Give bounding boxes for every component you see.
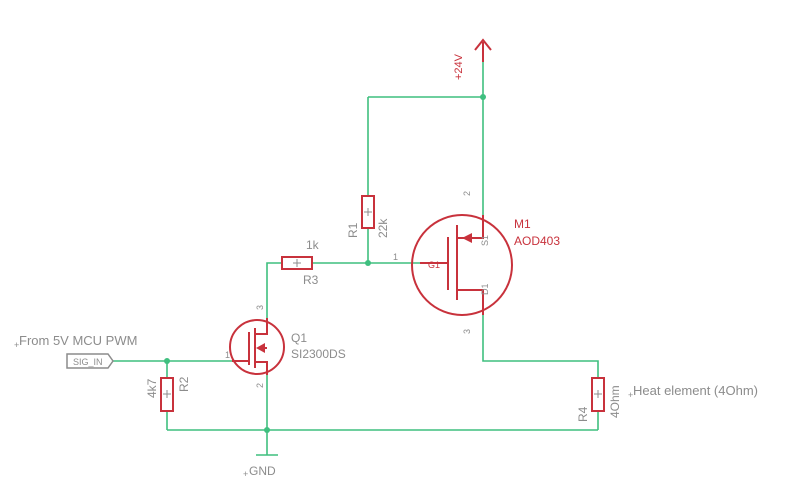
r3-name: R3 — [303, 273, 319, 287]
junction-dot — [480, 94, 486, 100]
gate-node-pin: 1 — [393, 252, 398, 262]
m1-pin-bottom: 3 — [462, 329, 472, 334]
heater-comment: Heat element (4Ohm) — [633, 383, 758, 398]
resistor-r2: 4k7 R2 — [145, 376, 191, 412]
r1-name: R1 — [346, 222, 360, 238]
m1-pin-top: 2 — [462, 191, 472, 196]
m1-s-label: S1 — [480, 235, 490, 246]
ground-label: GND — [249, 464, 276, 478]
svg-text:+: + — [14, 340, 19, 350]
m1-value: AOD403 — [514, 234, 560, 248]
r2-name: R2 — [177, 376, 191, 392]
junction-dot — [264, 427, 270, 433]
supply-symbol: +24V — [453, 38, 492, 80]
wires — [112, 62, 599, 455]
junctions — [164, 94, 486, 433]
resistor-r1: R1 22k — [346, 195, 390, 238]
r4-name: R4 — [576, 406, 590, 422]
resistor-r4: R4 4Ohm Heat element (4Ohm) + — [576, 377, 758, 422]
mosfet-q1: 1 3 2 Q1 SI2300DS — [225, 305, 346, 388]
svg-text:+: + — [628, 390, 633, 400]
wire-r3-q1-drain — [266, 262, 282, 318]
r3-value: 1k — [306, 238, 320, 252]
sig-in-port: SIG_IN From 5V MCU PWM + — [14, 333, 137, 369]
m1-d-label: D1 — [480, 283, 490, 295]
q1-pin-gate: 1 — [225, 350, 230, 360]
resistor-r3: 1k R3 1 — [281, 238, 398, 287]
junction-dot — [164, 358, 170, 364]
svg-text:+: + — [243, 469, 248, 479]
q1-pin-source: 2 — [255, 383, 265, 388]
r4-value: 4Ohm — [608, 385, 622, 418]
q1-pin-drain: 3 — [255, 305, 265, 310]
supply-label: +24V — [453, 53, 465, 80]
junction-dot — [365, 260, 371, 266]
m1-gate-label: G1 — [428, 260, 440, 270]
wire-m1-drain — [482, 315, 599, 378]
q1-value: SI2300DS — [291, 347, 346, 361]
r1-value: 22k — [376, 218, 390, 238]
sig-in-label: SIG_IN — [73, 357, 103, 367]
ground-symbol: GND + — [243, 454, 278, 479]
r2-value: 4k7 — [145, 378, 159, 398]
q1-name: Q1 — [291, 331, 307, 345]
signal-comment: From 5V MCU PWM — [19, 333, 137, 348]
m1-name: M1 — [514, 217, 531, 231]
mosfet-m1: 2 3 S1 D1 G1 M1 AOD403 — [411, 191, 560, 334]
